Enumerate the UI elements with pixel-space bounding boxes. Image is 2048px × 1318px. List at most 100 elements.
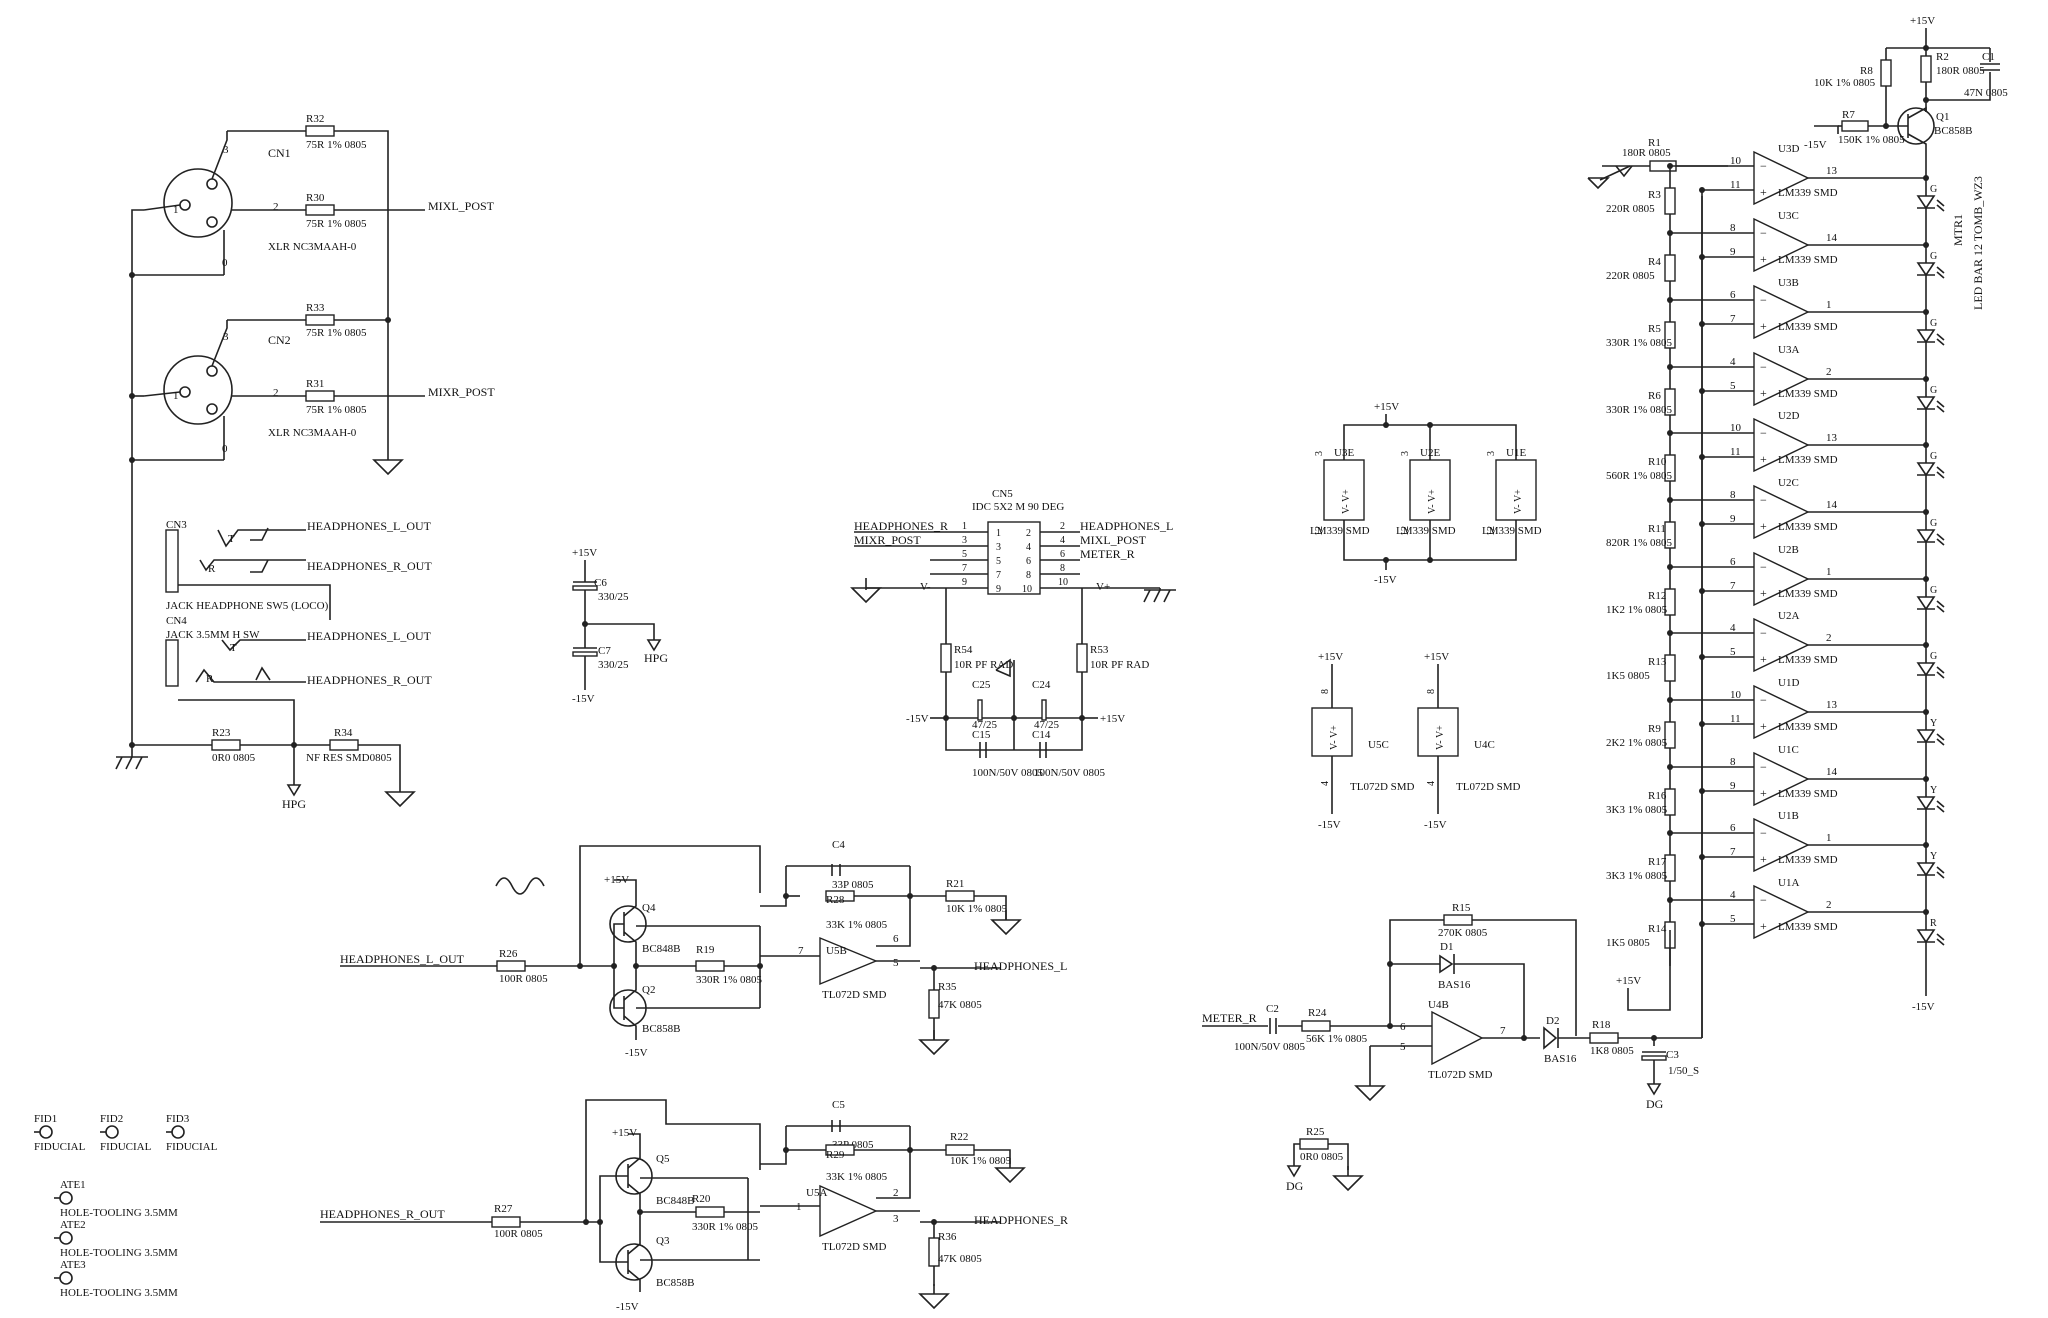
led-color-10: Y bbox=[1930, 851, 1937, 862]
xlr-connector-cn1: CN1 XLR NC3MAAH-0 1 2 3 0 bbox=[143, 131, 357, 275]
q5-ref: Q5 bbox=[656, 1153, 670, 1165]
svg-text:−: − bbox=[1760, 426, 1767, 440]
svg-text:V- V+: V- V+ bbox=[1435, 725, 1446, 750]
c15-ref: C15 bbox=[972, 729, 991, 741]
cmp-ref-0: U3D bbox=[1778, 143, 1799, 155]
u4b-ref: U4B bbox=[1428, 999, 1449, 1011]
ladder-ref-9: R16 bbox=[1648, 790, 1667, 802]
net-label-hp-l-out-2: HEADPHONES_L_OUT bbox=[307, 629, 432, 643]
net-label-cn5-meter: METER_R bbox=[1080, 547, 1135, 561]
q3-rail: -15V bbox=[616, 1301, 639, 1313]
pu-value-3: TL072D SMD bbox=[1350, 781, 1415, 793]
q3-ref: Q3 bbox=[656, 1235, 670, 1247]
c25-value: 47/25 bbox=[972, 719, 998, 731]
cmp-value-3: LM339 SMD bbox=[1778, 388, 1838, 400]
cn5-in-6: 6 bbox=[1026, 556, 1031, 567]
cmp-pin-out-10: 1 bbox=[1826, 832, 1832, 844]
ladder-resistor-r4 bbox=[1664, 254, 1676, 282]
cmp-value-9: LM339 SMD bbox=[1778, 788, 1838, 800]
svg-text:4: 4 bbox=[1320, 781, 1331, 786]
cmp-pin-minus-8: 10 bbox=[1730, 689, 1742, 701]
resistor-r34 bbox=[329, 739, 359, 751]
cmp-value-10: LM339 SMD bbox=[1778, 854, 1838, 866]
pu-ref-2: U1E bbox=[1506, 447, 1526, 459]
resistor-r2 bbox=[1920, 55, 1932, 83]
pu-value-1: LM339 SMD bbox=[1396, 525, 1456, 537]
svg-text:−: − bbox=[1760, 560, 1767, 574]
ladder-ref-11: R14 bbox=[1648, 923, 1667, 935]
wire bbox=[1669, 366, 1754, 371]
cmp-pin-plus-5: 9 bbox=[1730, 513, 1736, 525]
r18-ref: R18 bbox=[1592, 1019, 1611, 1031]
lm339-power-pos: +15V bbox=[1374, 401, 1399, 413]
r30-value: 75R 1% 0805 bbox=[306, 218, 367, 230]
u5a-value: TL072D SMD bbox=[822, 1241, 887, 1253]
u5b-ref: U5B bbox=[826, 945, 847, 957]
wire bbox=[1907, 133, 1927, 180]
led-color-4: G bbox=[1930, 451, 1937, 462]
led-color-7: G bbox=[1930, 651, 1937, 662]
q5-value: BC848B bbox=[656, 1195, 695, 1207]
r32-ref: R32 bbox=[306, 113, 324, 125]
led-color-2: G bbox=[1930, 318, 1937, 329]
cmp-pin-out-9: 14 bbox=[1826, 766, 1838, 778]
hpg-symbol bbox=[286, 784, 302, 797]
r19-value: 330R 1% 0805 bbox=[696, 974, 763, 986]
r27-ref: R27 bbox=[494, 1203, 513, 1215]
svg-text:FID1: FID1 bbox=[34, 1113, 57, 1125]
wire bbox=[876, 866, 911, 947]
cn1-value: XLR NC3MAAH-0 bbox=[268, 241, 357, 253]
r19-ref: R19 bbox=[696, 944, 715, 956]
svg-text:+: + bbox=[1760, 719, 1767, 733]
c4-value: 33P 0805 bbox=[832, 879, 874, 891]
cn5-in-5: 5 bbox=[996, 556, 1001, 567]
wire bbox=[1328, 1143, 1349, 1170]
cn2-ref: CN2 bbox=[268, 333, 291, 347]
wire bbox=[1669, 832, 1754, 837]
wire bbox=[131, 209, 144, 745]
cmp-ref-11: U1A bbox=[1778, 877, 1799, 889]
wire bbox=[1430, 424, 1517, 460]
net-label-meter-r: METER_R bbox=[1202, 1011, 1257, 1025]
cmp-value-8: LM339 SMD bbox=[1778, 721, 1838, 733]
wire bbox=[585, 623, 655, 640]
svg-text:HOLE-TOOLING 3.5MM: HOLE-TOOLING 3.5MM bbox=[60, 1207, 178, 1219]
cmp-pin-plus-10: 7 bbox=[1730, 846, 1736, 858]
wire bbox=[334, 130, 389, 450]
cn5-pin10: 10 bbox=[1058, 577, 1068, 588]
cn5-pin7: 7 bbox=[962, 563, 967, 574]
cn3-t: T bbox=[228, 533, 235, 545]
cmp-pin-plus-0: 11 bbox=[1730, 179, 1741, 191]
cmp-pin-plus-8: 11 bbox=[1730, 713, 1741, 725]
wire bbox=[1389, 919, 1444, 1026]
cmp-ref-3: U3A bbox=[1778, 344, 1799, 356]
resistor-r31 bbox=[305, 390, 335, 402]
cn5-in-3: 3 bbox=[996, 542, 1001, 553]
c2-ref: C2 bbox=[1266, 1003, 1279, 1015]
net-label-hp-r-out-1: HEADPHONES_R_OUT bbox=[307, 559, 432, 573]
ladder-value-4: 560R 1% 0805 bbox=[1606, 470, 1673, 482]
wire bbox=[627, 1232, 641, 1255]
ref-gnd-symbol bbox=[1587, 177, 1610, 190]
wire bbox=[1669, 299, 1754, 304]
pu-ref-3: U5C bbox=[1368, 739, 1389, 751]
svg-text:+: + bbox=[1760, 452, 1767, 466]
diode-d1 bbox=[1439, 954, 1454, 974]
r2-ref: R2 bbox=[1936, 51, 1949, 63]
r27-value: 100R 0805 bbox=[494, 1228, 543, 1240]
ladder-value-10: 3K3 1% 0805 bbox=[1606, 870, 1668, 882]
transistor-q4 bbox=[609, 905, 647, 943]
cmp-pin-plus-7: 5 bbox=[1730, 646, 1736, 658]
cn1-pin0: 0 bbox=[222, 257, 228, 269]
c14-value: 100N/50V 0805 bbox=[1034, 767, 1105, 779]
cmp-pin-plus-2: 7 bbox=[1730, 313, 1736, 325]
svg-text:3: 3 bbox=[1400, 451, 1411, 456]
r32-value: 75R 1% 0805 bbox=[306, 139, 367, 151]
led-segment-9 bbox=[1916, 796, 1945, 813]
